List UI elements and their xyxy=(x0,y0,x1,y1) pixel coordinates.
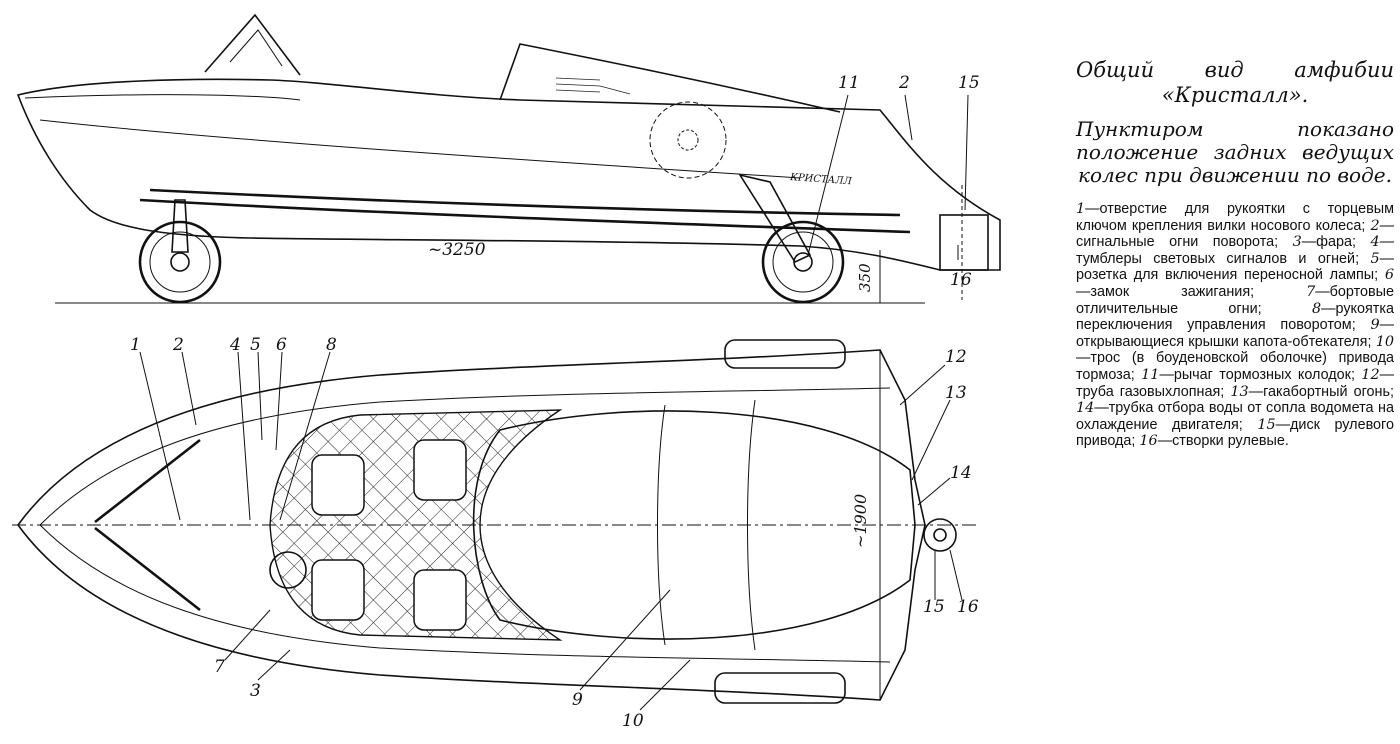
label-11: 11 xyxy=(838,73,860,93)
seats xyxy=(311,439,467,631)
bow-v-mark xyxy=(94,438,201,612)
side-view: КРИСТАЛЛ 350 ~3250 xyxy=(16,13,1001,304)
length-dim-label: ~3250 xyxy=(428,240,486,260)
label-16-side: 16 xyxy=(950,270,972,290)
legend-text: —розетка для включения переносной лампы; xyxy=(1076,250,1394,284)
caption-title: Общий вид амфибии «Кристалл». xyxy=(1076,58,1394,107)
legend-number: 11 xyxy=(1141,366,1160,383)
side-stripe-lower xyxy=(139,198,911,234)
rear-wheel-top-upper xyxy=(724,339,846,369)
label-12: 12 xyxy=(945,347,967,367)
side-stripe xyxy=(149,188,901,217)
label-14: 14 xyxy=(950,463,972,483)
rudder-box xyxy=(939,214,989,271)
legend-number: 3 xyxy=(1292,234,1302,251)
label-4: 4 xyxy=(229,335,241,355)
legend-number: 12 xyxy=(1361,366,1380,383)
hood-seam-1 xyxy=(657,404,666,646)
hood-seam-2 xyxy=(747,399,756,651)
label-5: 5 xyxy=(250,335,261,355)
engine-fairing xyxy=(499,43,841,113)
legend-text: —гакабортный огонь; xyxy=(1248,383,1394,400)
caption: Общий вид амфибии «Кристалл». Пунктиром … xyxy=(1076,58,1394,450)
legend-number: 6 xyxy=(1384,267,1394,284)
legend-number: 4 xyxy=(1370,234,1380,251)
windshield xyxy=(204,13,301,76)
fairing-vents xyxy=(555,77,631,95)
legend-text: —труба газовыхлопная; xyxy=(1076,366,1394,400)
label-3: 3 xyxy=(250,681,261,701)
label-9: 9 xyxy=(572,690,583,710)
caption-note: Пунктиром показано положение задних веду… xyxy=(1076,117,1394,187)
side-chine-line xyxy=(39,119,801,179)
label-16: 16 xyxy=(957,597,979,617)
label-10: 10 xyxy=(622,711,644,731)
legend-text: —рукоятка переключения управления поворо… xyxy=(1076,300,1394,334)
legend-text: —створки рулевые. xyxy=(1157,433,1289,450)
height-dim-label: 350 xyxy=(856,263,874,292)
legend: 1—отверстие для рукоятки с торцевым ключ… xyxy=(1076,201,1394,450)
deck-edge-lower xyxy=(39,524,891,663)
engine-hood xyxy=(472,410,916,640)
legend-text: —сигнальные огни поворота; xyxy=(1076,217,1394,251)
rear-wheel xyxy=(738,173,845,304)
legend-text: —открывающиеся крышки капота-обтекателя; xyxy=(1076,317,1394,350)
legend-number: 9 xyxy=(1370,317,1380,334)
legend-number: 1 xyxy=(1076,201,1086,217)
label-2: 2 xyxy=(172,335,184,355)
legend-number: 10 xyxy=(1375,333,1394,350)
label-8: 8 xyxy=(326,335,337,355)
label-13: 13 xyxy=(945,383,967,403)
amphibian-drawing: КРИСТАЛЛ 350 ~3250 xyxy=(12,13,1001,731)
width-dim-label: ~1900 xyxy=(851,494,870,548)
label-1: 1 xyxy=(130,335,141,355)
legend-number: 2 xyxy=(1370,217,1380,234)
raised-wheel-dashed xyxy=(649,101,727,179)
top-view: ~1900 1 2 4 5 6 8 12 13 14 15 16 xyxy=(12,335,980,731)
rear-wheel-top-lower xyxy=(714,672,846,704)
legend-number: 15 xyxy=(1257,416,1276,433)
legend-number: 16 xyxy=(1139,433,1158,450)
deck-edge-upper xyxy=(39,387,891,526)
legend-number: 7 xyxy=(1306,283,1316,300)
label-15: 15 xyxy=(923,597,945,617)
label-15-side: 15 xyxy=(958,73,980,93)
front-wheel xyxy=(138,199,222,304)
legend-text: —замок зажигания; xyxy=(1076,283,1307,300)
legend-text: —фара; xyxy=(1301,234,1371,251)
side-hull xyxy=(16,78,1001,271)
steering-wheel xyxy=(269,551,307,589)
legend-text: —отверстие для рукоятки с торцевым ключо… xyxy=(1076,201,1394,234)
legend-number: 13 xyxy=(1230,383,1249,400)
label-2-side: 2 xyxy=(898,73,910,93)
side-deck-line xyxy=(24,94,301,101)
side-leaders xyxy=(807,94,969,260)
legend-number: 5 xyxy=(1370,250,1380,267)
steering-disc xyxy=(923,518,957,552)
name-plate: КРИСТАЛЛ xyxy=(789,172,853,187)
legend-text: —рычаг тормозных колодок; xyxy=(1159,366,1362,383)
label-6: 6 xyxy=(276,335,287,355)
legend-text: —тумблеры световых сигналов и огней; xyxy=(1076,234,1394,267)
top-hull xyxy=(17,349,926,701)
legend-text: —бортовые отличительные огни; xyxy=(1076,283,1394,317)
label-7: 7 xyxy=(214,657,225,677)
windshield-inner xyxy=(229,29,283,67)
legend-text: —диск рулевого привода; xyxy=(1076,416,1394,450)
legend-number: 8 xyxy=(1311,300,1322,317)
legend-text: —трос (в боуденовской оболочке) привода … xyxy=(1076,350,1394,383)
legend-text: —трубка отбора воды от сопла водомета на… xyxy=(1076,400,1394,433)
legend-number: 14 xyxy=(1076,400,1095,417)
top-leaders xyxy=(139,351,963,711)
